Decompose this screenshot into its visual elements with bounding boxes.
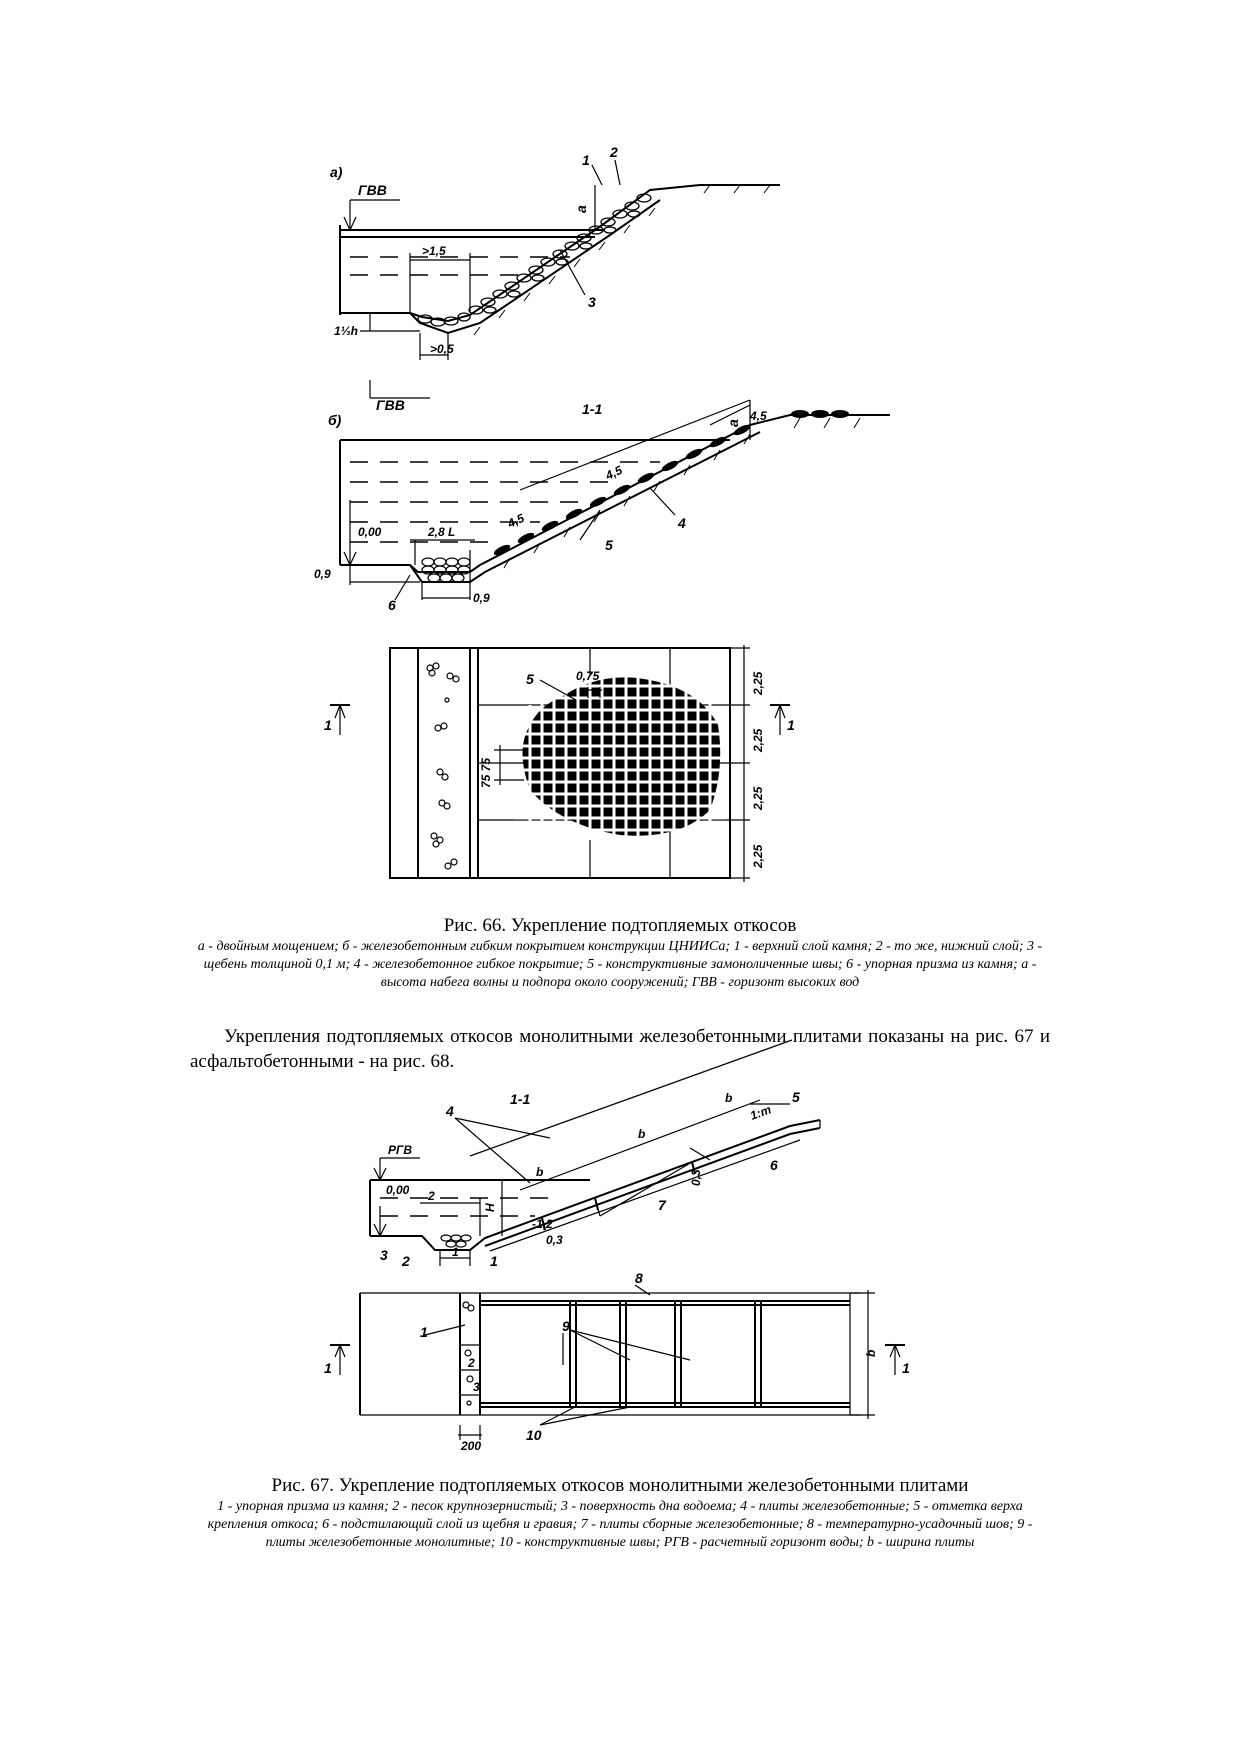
dim-45-low: 4,5 <box>504 511 526 531</box>
section-mark-left: 1 <box>324 717 332 733</box>
water-surface <box>369 1179 590 1236</box>
callout-9: 9 <box>562 1318 570 1334</box>
rgv-label: РГВ <box>388 1143 412 1157</box>
figure-67-section: 1-1 РГВ 0,00 4 5 6 7 3 2 1 b b b H 1:m 2… <box>360 1039 880 1269</box>
prism-3: 3 <box>473 1380 480 1394</box>
dimension-lines <box>330 1284 905 1440</box>
slope-profile <box>370 1119 821 1252</box>
dim-45-top: 4,5 <box>749 409 767 423</box>
dim-b-mid: b <box>638 1127 645 1141</box>
stone-marks <box>426 662 460 870</box>
callout-5: 5 <box>526 671 534 687</box>
water-surface <box>339 225 605 315</box>
figure-67-title: Рис. 67. Укрепление подтопляемых откосов… <box>271 1475 969 1496</box>
gvv-label: ГВВ <box>376 397 405 413</box>
callout-7: 7 <box>658 1197 667 1213</box>
prism-2: 2 <box>467 1356 475 1370</box>
seam-grid <box>515 675 725 840</box>
section-mark-left: 1 <box>324 1360 332 1376</box>
dimension-lines <box>343 159 621 360</box>
stone-prism <box>421 557 471 583</box>
callout-1: 1 <box>490 1253 498 1269</box>
dim-09-right: 0,9 <box>473 591 490 605</box>
section-mark-right: 1 <box>787 717 795 733</box>
callout-4: 4 <box>445 1103 454 1119</box>
wave-height-label: а <box>573 205 589 213</box>
prism-1: 1 <box>420 1324 428 1340</box>
dim-225-3: 2,25 <box>751 786 765 811</box>
dim-h: H <box>483 1203 497 1212</box>
dim-225-1: 2,25 <box>751 671 765 696</box>
dim-075: 0,75 <box>576 669 600 683</box>
slab-seams <box>480 1293 851 1415</box>
figure-66-title: Рис. 66. Укрепление подтопляемых откосов <box>443 915 797 936</box>
callout-4: 4 <box>677 515 686 531</box>
dim-200: 200 <box>460 1439 481 1453</box>
dim-h: 1⅓h <box>334 324 358 338</box>
callout-1: 1 <box>582 152 590 168</box>
panel-label-a: а) <box>330 164 343 180</box>
figure-66-plan: 5 0,75 75 75 2,25 2,25 2,25 2,25 1 1 <box>324 630 850 890</box>
dim-b-plan: b <box>864 1350 878 1357</box>
plan-frame <box>359 1292 860 1416</box>
dim-1: 1 <box>452 1245 459 1259</box>
dim-7575: 75 75 <box>479 758 493 788</box>
body-paragraph: Укрепления подтопляемых откосов монолитн… <box>190 1026 1050 1072</box>
water-surface <box>339 439 730 565</box>
callout-8: 8 <box>635 1270 643 1286</box>
panel-label-b: б) <box>328 412 342 428</box>
callout-2: 2 <box>609 144 618 160</box>
slope-ratio: 1:m <box>748 1102 773 1123</box>
figure-66-legend: а - двойным мощением; б - железобетонным… <box>197 939 1043 990</box>
callout-5: 5 <box>605 537 613 553</box>
callout-2: 2 <box>401 1253 410 1269</box>
level-0: 0,00 <box>358 525 382 539</box>
section-label: 1-1 <box>510 1091 530 1107</box>
stone-paving <box>417 193 652 327</box>
figure-66a-drawing: а) ГВВ 1 2 3 а >1,5 1⅓h >0,5 <box>330 144 810 375</box>
dim-28: 2,8 L <box>427 525 455 539</box>
callout-3: 3 <box>588 294 596 310</box>
callout-5: 5 <box>792 1089 800 1105</box>
stone-prism <box>440 1234 472 1248</box>
dimension-lines <box>343 380 751 601</box>
dim-45-mid: 4,5 <box>602 463 624 483</box>
wave-height-label: а <box>725 419 741 427</box>
figure-67-plan: 8 9 10 1 2 3 b 200 1 1 <box>324 1270 910 1455</box>
gvv-label: ГВВ <box>358 182 387 198</box>
dim-03-a: 0,3 <box>546 1233 563 1247</box>
callout-10: 10 <box>526 1427 542 1443</box>
dim-top: >1,5 <box>422 244 446 258</box>
section-mark-right: 1 <box>902 1360 910 1376</box>
dim-225-4: 2,25 <box>751 844 765 869</box>
dim-225-2: 2,25 <box>751 728 765 753</box>
flexible-cover <box>493 410 849 556</box>
hatching <box>503 417 861 569</box>
dim-b-low: b <box>536 1165 543 1179</box>
dim-bottom: >0,5 <box>430 342 454 356</box>
dim-b-top: b <box>725 1091 732 1105</box>
hatching <box>473 184 771 336</box>
dim-03-b: 0,3 <box>689 1169 703 1186</box>
callout-3: 3 <box>380 1247 388 1263</box>
section-label: 1-1 <box>582 401 602 417</box>
callout-6: 6 <box>770 1157 778 1173</box>
callout-6: 6 <box>388 597 396 613</box>
stone-marks <box>462 1301 475 1406</box>
dim-09-left: 0,9 <box>314 567 331 581</box>
figure-67-legend: 1 - упорная призма из камня; 2 - песок к… <box>207 1499 1033 1550</box>
level-0: 0,00 <box>386 1183 410 1197</box>
dimension-lines <box>373 1039 793 1266</box>
dimension-lines <box>330 645 790 882</box>
figure-66b-drawing: б) ГВВ 1-1 а 4,5 4,5 4,5 4 5 6 0,00 2,8 … <box>314 380 920 620</box>
dim-2: 2 <box>427 1189 435 1203</box>
dim-12: -1,2 <box>532 1217 553 1231</box>
